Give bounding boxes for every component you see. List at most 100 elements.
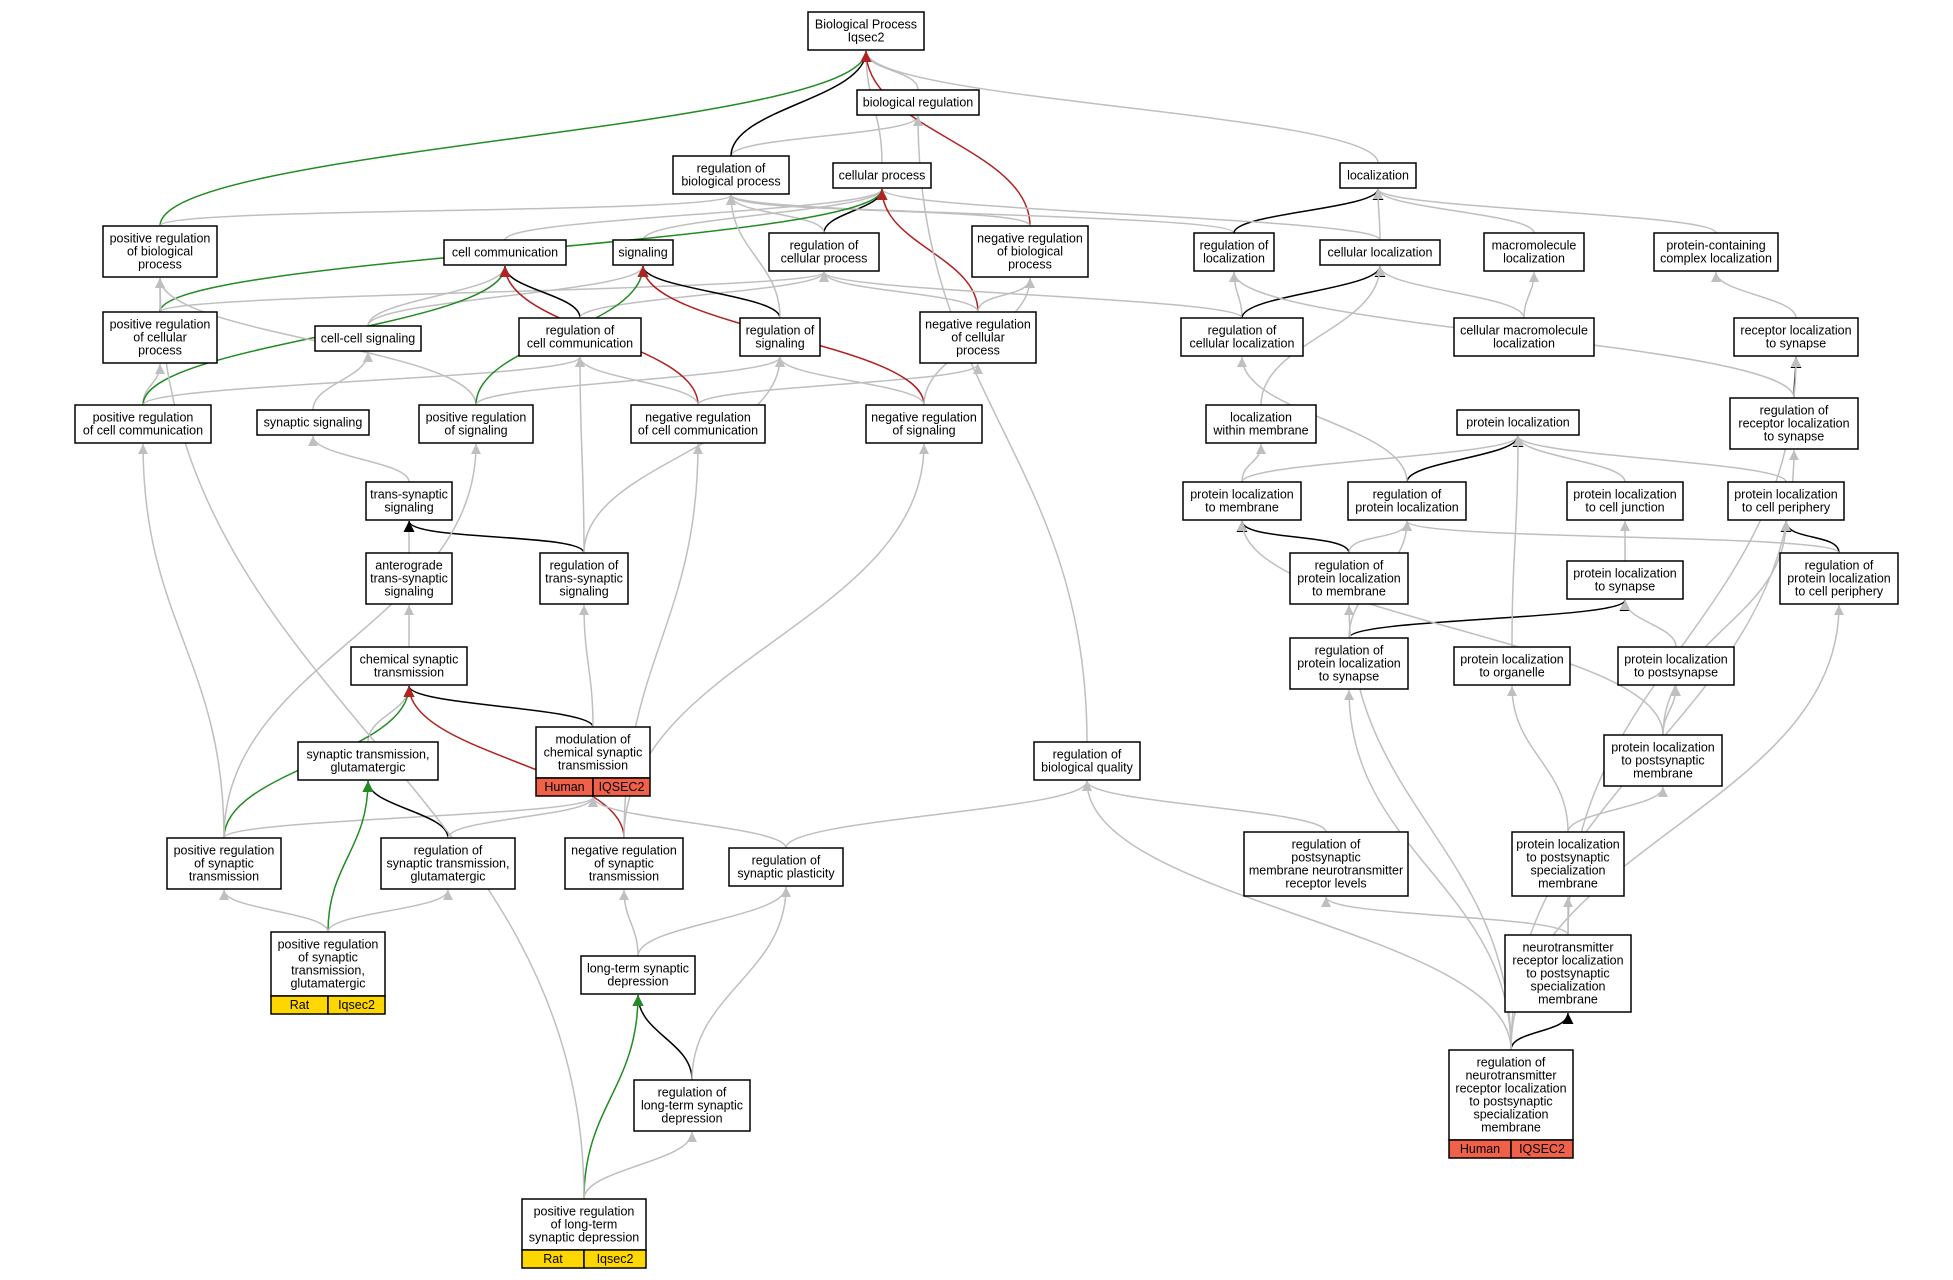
node-label-line: membrane: [1481, 1121, 1541, 1135]
node-label-line: protein localization: [1190, 488, 1294, 502]
edge-regplmem-to-plmem: [1236, 520, 1350, 554]
node-box: [580, 955, 696, 995]
edge-plorg-to-protloc: [1511, 435, 1523, 648]
node-label-line: to synapse: [1319, 670, 1380, 684]
node-box: [297, 741, 439, 781]
node-label-line: signaling: [384, 585, 433, 599]
node-label-line: localization: [1347, 169, 1409, 183]
edge-posregst-to-modcst: [223, 796, 598, 839]
species-tag-label: Human: [544, 780, 584, 794]
node-label-line: of signaling: [444, 424, 507, 438]
edge-regbp-to-breg: [730, 115, 923, 157]
node-box: [1566, 481, 1684, 521]
node-label-line: chemical synaptic: [360, 653, 459, 667]
node-box: [1339, 162, 1417, 189]
node-label-line: to postsynapse: [1634, 666, 1718, 680]
edge-regpl-to-protloc: [1406, 435, 1524, 483]
node-label-line: regulation of: [1373, 488, 1442, 502]
node-box: [518, 317, 642, 357]
node-label-line: synaptic transmission,: [307, 748, 430, 762]
node-box: [365, 552, 453, 605]
edge-breg-to-bp: [861, 50, 919, 91]
edge-posregsig-to-regsig: [475, 356, 785, 406]
node-label-line: to organelle: [1479, 666, 1544, 680]
node-box: [270, 931, 386, 997]
species-tag-label: Rat: [543, 1252, 563, 1266]
edge-posregstglu-to-stglu: [327, 780, 374, 933]
node-label-line: cell communication: [527, 337, 633, 351]
node-label-line: negative regulation: [977, 232, 1083, 246]
node-label-line: negative regulation: [925, 318, 1031, 332]
node-box: [1456, 409, 1580, 436]
node-box: [1347, 481, 1467, 521]
node-label-line: to cell periphery: [1742, 501, 1831, 515]
node-label-line: regulation of: [1200, 239, 1269, 253]
node-label-line: of signaling: [892, 424, 955, 438]
edge-cellloc-to-loc: [1373, 188, 1384, 241]
node-label-line: protein localization: [1611, 741, 1715, 755]
node-label-line: specialization: [1530, 864, 1605, 878]
node-label-line: Biological Process: [815, 18, 917, 32]
edge-plmem-to-protloc: [1241, 435, 1523, 483]
node-box: [1729, 397, 1859, 450]
edge-tss-to-synsig: [308, 435, 410, 483]
edge-cellloc-to-cp: [877, 188, 1381, 241]
edge-cmloc-to-macroloc: [1523, 271, 1539, 319]
node-box: [1483, 232, 1585, 272]
node-label-line: process: [956, 344, 1000, 358]
node-label-line: signaling: [618, 246, 667, 260]
node-box: [1193, 232, 1275, 272]
node-label-line: cellular process: [839, 169, 926, 183]
edge-cmloc-to-cellloc: [1375, 265, 1525, 319]
edge-cc-to-cp: [504, 188, 887, 241]
node-label-line: process: [138, 258, 182, 272]
go-term-node-breg: biological regulation: [856, 89, 980, 116]
edge-plps-to-plsyn: [1620, 599, 1677, 648]
node-label-line: biological quality: [1041, 761, 1133, 775]
node-label-line: cellular process: [781, 252, 868, 266]
node-label-line: within membrane: [1212, 424, 1308, 438]
node-box: [612, 239, 674, 266]
node-label-line: receptor levels: [1285, 877, 1366, 891]
edge-posregcp-to-regcp: [159, 271, 829, 313]
edge-macroloc-to-loc: [1373, 188, 1535, 234]
edge-regpmnrl-to-regbq: [1082, 780, 1327, 833]
node-label-line: biological regulation: [863, 96, 974, 110]
gene-tag-cell: [583, 1249, 647, 1269]
edge-ltd-to-negregst: [619, 889, 639, 957]
edge-rlsyn-to-pcloc: [1711, 271, 1797, 319]
node-label-line: regulation of: [1805, 559, 1874, 573]
edge-regcellloc-to-regloc: [1229, 271, 1243, 319]
edge-negregst-to-cst: [403, 685, 625, 839]
node-label-line: of synaptic: [594, 857, 654, 871]
edge-regstglu-to-modcst: [447, 796, 598, 839]
node-label-line: localization: [1203, 252, 1265, 266]
edge-regtss-to-regcc: [575, 356, 586, 554]
node-label-line: transmission: [189, 870, 259, 884]
node-label-line: postsynaptic: [1291, 851, 1360, 865]
node-label-line: regulation of: [697, 162, 766, 176]
node-label-line: regulation of: [1315, 644, 1384, 658]
node-label-line: positive regulation: [110, 232, 211, 246]
node-box: [1289, 637, 1409, 690]
node-label-line: transmission: [589, 870, 659, 884]
node-label-line: modulation of: [555, 733, 631, 747]
edge-regbq-to-breg: [913, 115, 1088, 743]
gene-tag-label: IQSEC2: [1519, 1142, 1565, 1156]
